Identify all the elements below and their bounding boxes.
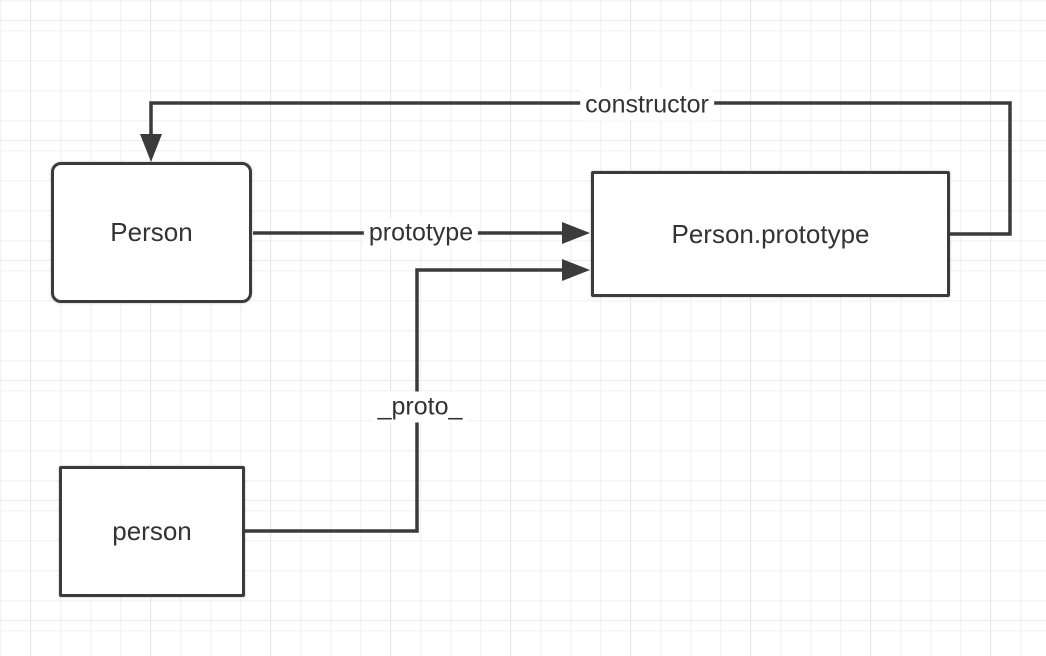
arrow-proto-head-icon [562,259,590,281]
node-person-prototype: Person.prototype [591,171,950,297]
node-person-instance-label: person [112,516,192,546]
edge-label-constructor: constructor [580,89,714,121]
node-person-class: Person [51,162,252,303]
node-person-prototype-label: Person.prototype [671,218,870,249]
arrow-constructor-head-icon [140,134,162,162]
arrow-constructor [149,101,1012,236]
node-person-class-label: Person [110,217,193,247]
edge-label-prototype: prototype [363,217,479,249]
arrow-prototype-head-icon [562,222,590,244]
edge-label-proto: _proto_ [372,391,468,423]
node-person-instance: person [59,466,245,597]
